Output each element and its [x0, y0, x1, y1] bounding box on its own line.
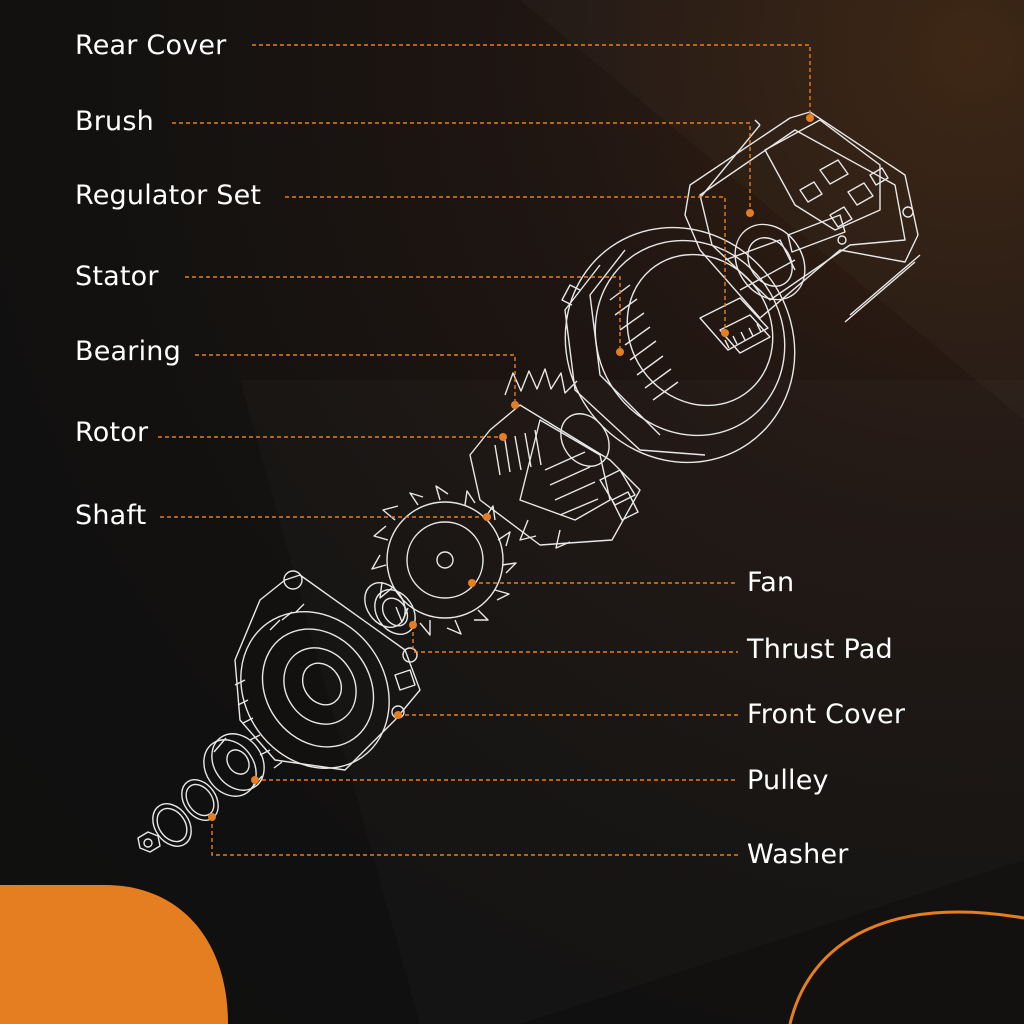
washer-leader — [211, 817, 738, 856]
label-rear-cover: Rear Cover — [75, 30, 227, 61]
label-brush: Brush — [75, 106, 154, 137]
thrust-pad-dot — [409, 621, 417, 629]
leader-dots — [208, 114, 814, 821]
thrust-pad-leader — [412, 625, 738, 653]
brush-leader — [172, 122, 751, 213]
orange-arc-decoration — [788, 910, 1024, 1024]
rear-cover-drawing — [684, 111, 921, 323]
thrust-pad-drawing — [364, 582, 416, 635]
shaft-dot — [483, 513, 491, 521]
background-shade-band — [240, 380, 1024, 1024]
bearing-dot — [511, 401, 519, 409]
label-front-cover: Front Cover — [747, 699, 906, 730]
washer-dot — [208, 813, 216, 821]
label-washer: Washer — [747, 839, 849, 870]
alternator-line-art — [137, 111, 921, 853]
label-fan: Fan — [747, 567, 795, 598]
fan-dot — [468, 579, 476, 587]
front-cover-drawing — [234, 570, 421, 771]
label-regulator-set: Regulator Set — [75, 180, 262, 211]
stator-dot — [616, 348, 624, 356]
stator-leader — [185, 276, 621, 352]
washer-drawing — [137, 779, 219, 853]
brush-dot — [746, 209, 754, 217]
bearing-leader — [195, 354, 516, 405]
label-bearing: Bearing — [75, 336, 181, 367]
rear-cover-dot — [806, 114, 814, 122]
background-shade-band — [520, 0, 1024, 420]
front-cover-dot — [394, 711, 402, 719]
rotor-drawing — [469, 368, 641, 549]
regulator-set-leader — [285, 196, 726, 333]
label-rotor: Rotor — [75, 417, 149, 448]
label-stator: Stator — [75, 261, 159, 292]
label-pulley: Pulley — [747, 765, 829, 796]
orange-corner-shape — [0, 885, 228, 1024]
label-thrust-pad: Thrust Pad — [747, 634, 893, 665]
fan-drawing — [371, 485, 517, 636]
rear-cover-leader — [252, 44, 811, 118]
leader-lines — [158, 44, 811, 856]
label-shaft: Shaft — [75, 500, 147, 531]
pulley-dot — [251, 776, 259, 784]
regulator-set-dot — [721, 329, 729, 337]
rotor-dot — [499, 433, 507, 441]
